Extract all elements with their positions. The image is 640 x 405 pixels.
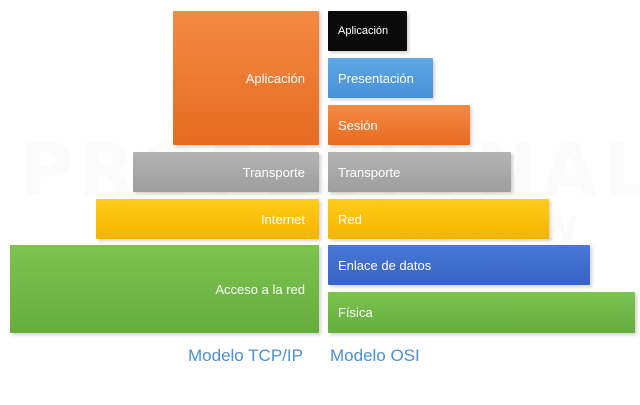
osi-layer-sesion: Sesión <box>328 105 470 145</box>
osi-layer-sesion-label: Sesión <box>338 117 378 133</box>
osi-layer-red-label: Red <box>338 211 362 227</box>
osi-layer-transporte-label: Transporte <box>338 164 401 180</box>
osi-layer-presentacion: Presentación <box>328 58 433 98</box>
osi-layer-red: Red <box>328 199 549 239</box>
tcpip-layer-aplicacion: Aplicación <box>173 11 319 145</box>
tcpip-layer-transporte-label: Transporte <box>242 164 305 180</box>
osi-layer-aplicacion: Aplicación <box>328 11 407 51</box>
osi-layer-enlace-label: Enlace de datos <box>338 257 432 273</box>
osi-layer-fisica: Física <box>328 292 635 333</box>
osi-layer-presentacion-label: Presentación <box>338 70 414 86</box>
osi-layer-transporte: Transporte <box>328 152 511 192</box>
tcpip-caption: Modelo TCP/IP <box>188 346 303 365</box>
tcpip-layer-internet: Internet <box>96 199 319 239</box>
osi-layer-enlace: Enlace de datos <box>328 245 590 285</box>
tcpip-layer-internet-label: Internet <box>260 211 305 227</box>
tcpip-layer-aplicacion-label: Aplicación <box>245 70 305 86</box>
osi-layer-aplicacion-label: Aplicación <box>338 25 389 37</box>
osi-caption: Modelo OSI <box>330 346 420 365</box>
tcpip-layer-transporte: Transporte <box>133 152 319 192</box>
osi-layer-fisica-label: Física <box>338 305 373 320</box>
tcpip-layer-acceso: Acceso a la red <box>10 245 319 333</box>
tcpip-layer-acceso-label: Acceso a la red <box>215 281 305 297</box>
